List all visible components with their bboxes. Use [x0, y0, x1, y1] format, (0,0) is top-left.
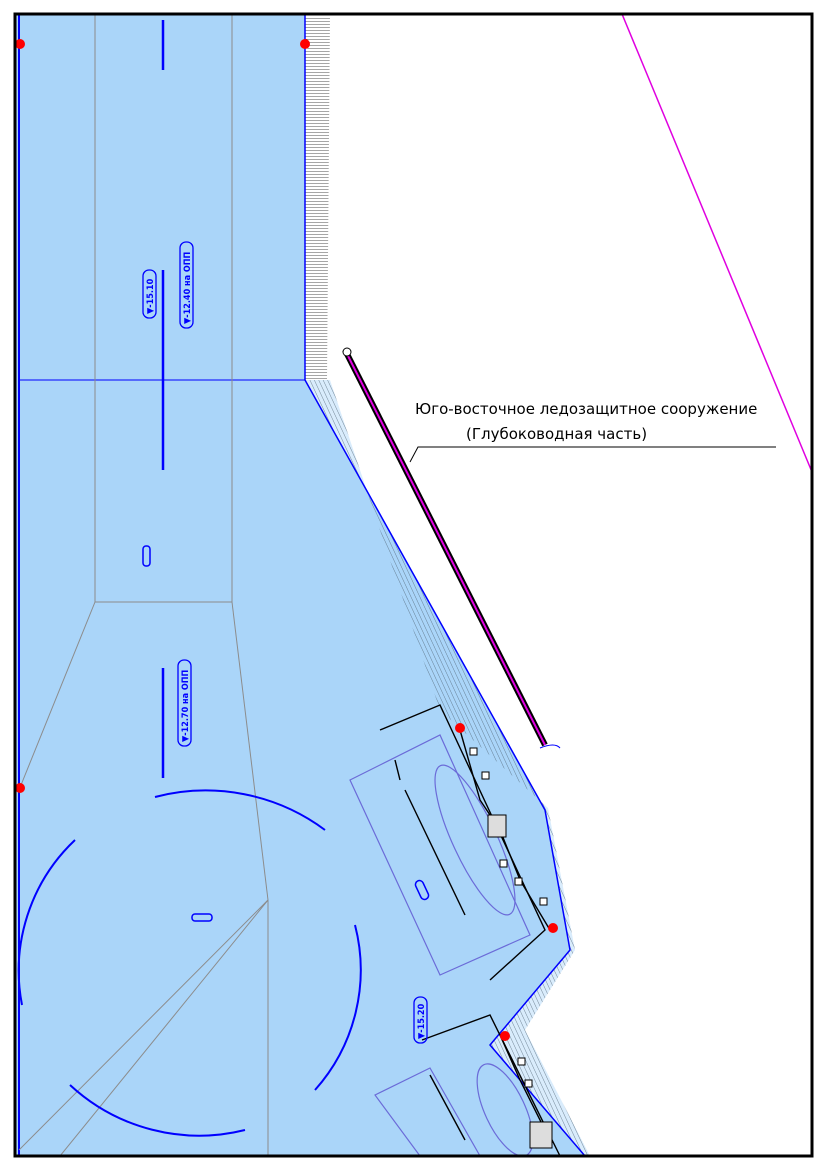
callout-line2: (Глубоководная часть)	[466, 425, 647, 443]
turning-circle	[17, 789, 362, 1137]
svg-text:▼-15.20: ▼-15.20	[417, 1003, 427, 1039]
svg-text:▼-15.10: ▼-15.10	[146, 278, 156, 314]
ice-protection-structure	[342, 347, 561, 749]
depth-label-2: ▼-12.40 на ОПП	[179, 241, 194, 329]
water-area	[16, 14, 585, 1156]
slope-hatch-top	[305, 14, 330, 380]
svg-text:▼-12.40 на ОПП: ▼-12.40 на ОПП	[183, 251, 193, 324]
depth-label-1: ▼-15.10	[142, 269, 157, 319]
small-markers	[142, 545, 430, 922]
channel-lines	[18, 14, 269, 1157]
survey-points	[15, 39, 558, 1041]
svg-text:▼-12.70 на ОПП: ▼-12.70 на ОПП	[181, 669, 191, 742]
callout-line1: Юго-восточное ледозащитное сооружение	[415, 400, 757, 418]
depth-label-4: ▼-15.20	[413, 996, 428, 1044]
structure-callout: Юго-восточное ледозащитное сооружение (Г…	[409, 400, 776, 463]
water-boundary	[304, 14, 586, 1157]
bollards	[469, 747, 553, 1149]
boundary-line	[621, 13, 813, 473]
depth-label-3: ▼-12.70 на ОПП	[177, 659, 192, 747]
drawing-frame	[13, 12, 814, 1158]
